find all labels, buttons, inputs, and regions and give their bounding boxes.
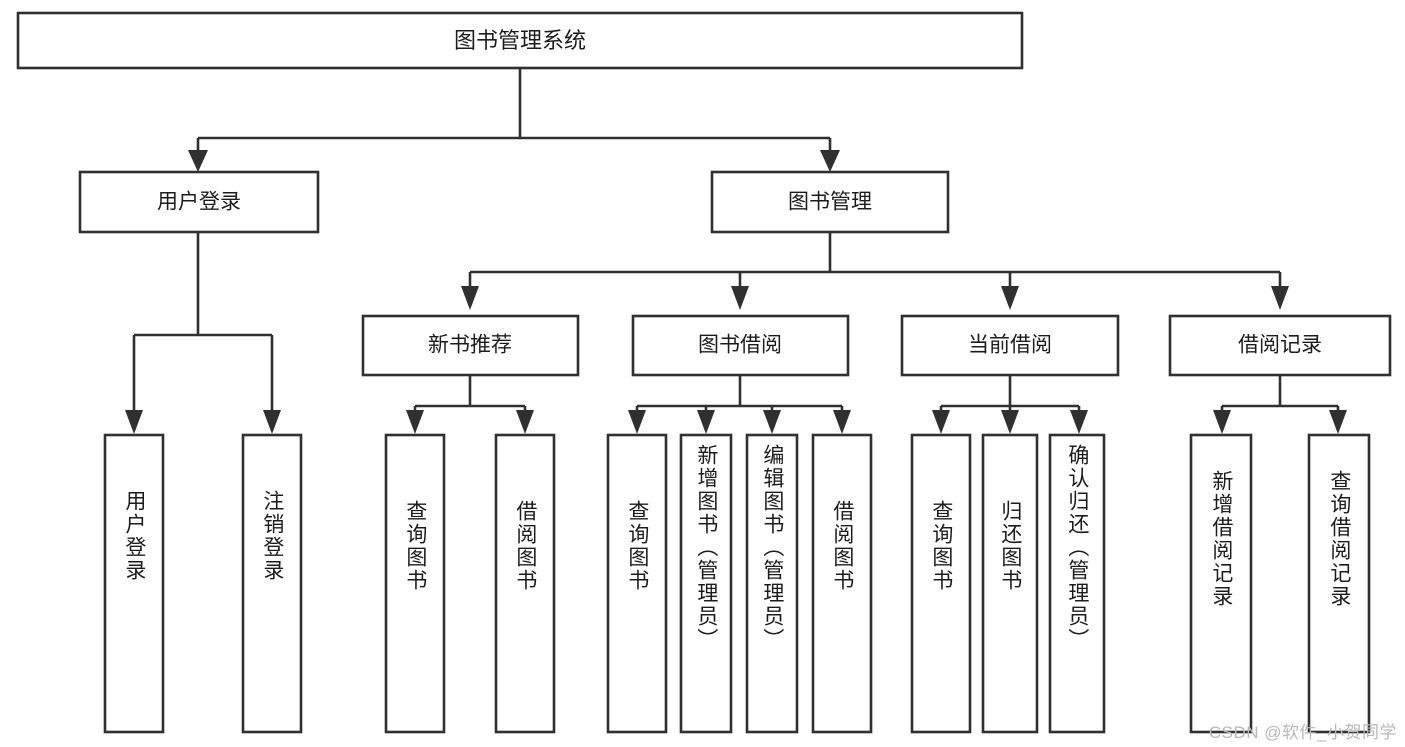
arrow-book-to-new-icon (461, 286, 479, 310)
arrow-record-leaf1-icon (1213, 410, 1231, 434)
arrow-book-to-current-icon (1001, 286, 1019, 310)
node-borrow-record-label: 借阅记录 (1238, 334, 1322, 357)
node-new-book-recommend-label: 新书推荐 (428, 334, 512, 357)
leaf-box-user-login[interactable] (103, 433, 165, 734)
arrow-borrow-leaf3-icon (763, 410, 781, 434)
leaf-box-current-query-book[interactable] (910, 433, 972, 734)
arrow-root-to-book-icon (820, 150, 840, 172)
arrow-borrow-leaf2-icon (697, 410, 715, 434)
arrow-new-leaf2-icon (516, 410, 534, 434)
node-new-book-recommend[interactable]: 新书推荐 (361, 314, 580, 377)
node-book-management-label: 图书管理 (788, 191, 872, 214)
node-book-borrow-label: 图书借阅 (698, 334, 782, 357)
leaf-box-record-query[interactable] (1307, 433, 1371, 734)
arrow-new-leaf1-icon (406, 410, 424, 434)
node-new-book-recommend-box[interactable] (361, 314, 580, 377)
node-current-borrow-label: 当前借阅 (968, 334, 1052, 357)
arrow-current-leaf3-icon (1070, 410, 1088, 434)
leaf-box-record-add[interactable] (1189, 433, 1253, 734)
node-root-label: 图书管理系统 (454, 28, 586, 53)
node-current-borrow[interactable]: 当前借阅 (900, 314, 1120, 377)
connector-layer (125, 68, 1347, 434)
leaf-box-new-query-book[interactable] (384, 433, 446, 734)
leaf-boxes-layer (103, 433, 1371, 734)
leaf-box-user-logout[interactable] (241, 433, 303, 734)
leaf-box-borrow-add-book[interactable] (679, 433, 733, 734)
node-current-borrow-box[interactable] (900, 314, 1120, 377)
node-book-management-box[interactable] (710, 170, 950, 234)
leaf-box-current-return-book[interactable] (981, 433, 1039, 734)
node-borrow-record[interactable]: 借阅记录 (1168, 314, 1392, 377)
arrow-user-leaf1-icon (125, 410, 143, 434)
arrow-root-to-user-icon (188, 150, 208, 172)
node-user-login[interactable]: 用户登录 (78, 170, 320, 234)
leaf-box-new-borrow-book[interactable] (494, 433, 556, 734)
node-book-borrow-box[interactable] (631, 314, 850, 377)
leaf-box-current-confirm-return[interactable] (1048, 433, 1106, 734)
arrow-record-leaf2-icon (1329, 410, 1347, 434)
node-root-box[interactable] (16, 11, 1024, 70)
node-user-login-box[interactable] (78, 170, 320, 234)
arrow-book-to-record-icon (1271, 286, 1289, 310)
arrow-current-leaf2-icon (1001, 410, 1019, 434)
arrow-current-leaf1-icon (932, 410, 950, 434)
arrow-user-leaf2-icon (263, 410, 281, 434)
arrow-borrow-leaf1-icon (628, 410, 646, 434)
leaf-box-borrow-borrow-book[interactable] (811, 433, 873, 734)
arrow-book-to-borrow-icon (731, 286, 749, 310)
node-user-login-label: 用户登录 (157, 191, 241, 214)
arrow-borrow-leaf4-icon (833, 410, 851, 434)
leaf-box-borrow-edit-book[interactable] (745, 433, 799, 734)
node-borrow-record-box[interactable] (1168, 314, 1392, 377)
node-root[interactable]: 图书管理系统 (16, 11, 1024, 70)
leaf-box-borrow-query-book[interactable] (606, 433, 668, 734)
node-book-borrow[interactable]: 图书借阅 (631, 314, 850, 377)
node-book-management[interactable]: 图书管理 (710, 170, 950, 234)
